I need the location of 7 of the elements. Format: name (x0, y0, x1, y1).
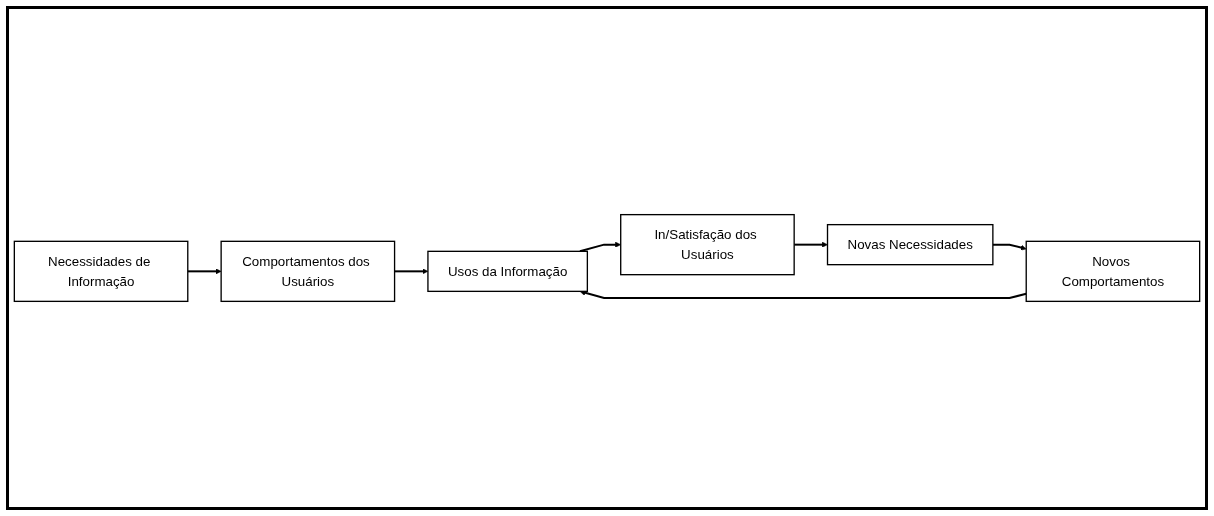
node-box: Novas Necessidades (826, 224, 994, 266)
node-box: Usos da Informação (427, 250, 589, 292)
node-box: Comportamentos dos Usuários (220, 240, 396, 303)
arrow (578, 241, 621, 253)
node-box: Novos Comportamentos (1025, 240, 1201, 303)
node-box: Necessidades de Informação (13, 240, 189, 303)
node-box: In/Satisfação dos Usuários (620, 213, 795, 276)
